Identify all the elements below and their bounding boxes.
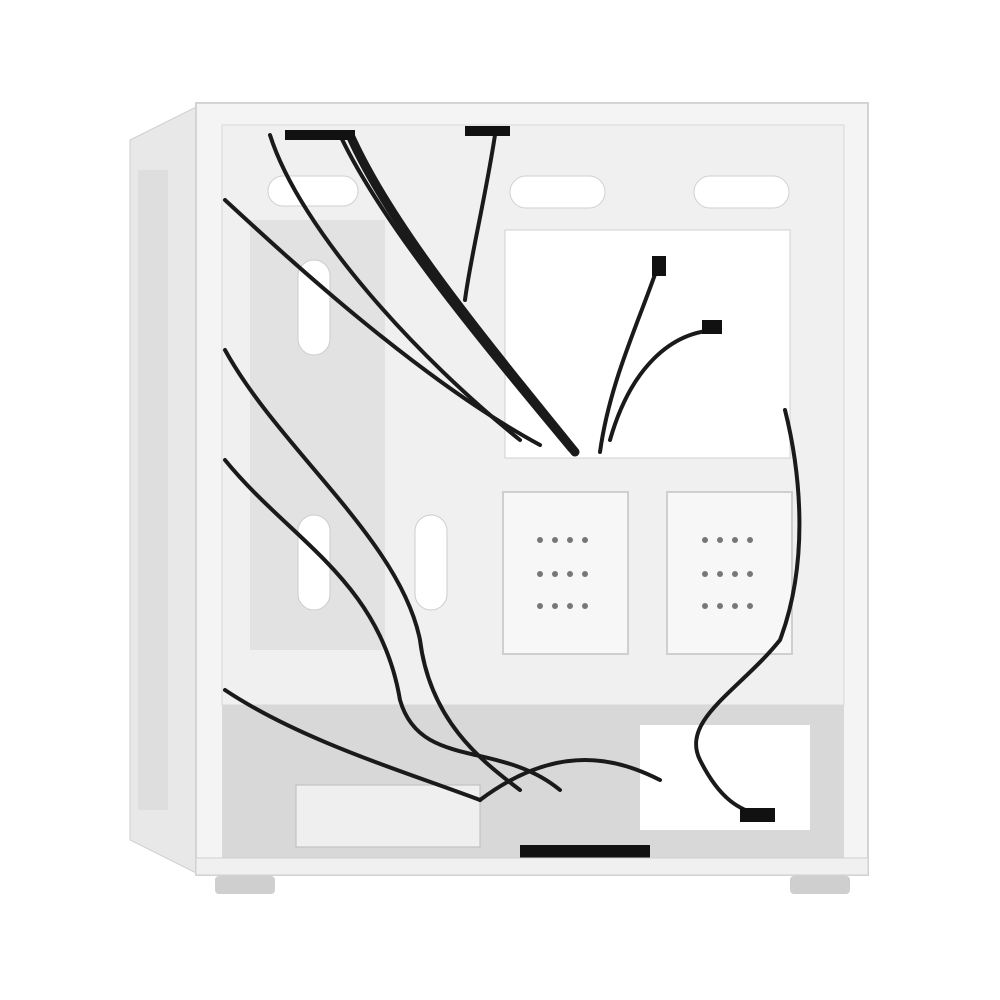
top-slot-3 <box>693 175 790 209</box>
bracket-holes <box>537 537 753 609</box>
foot-left <box>215 876 275 894</box>
foot-right <box>790 876 850 894</box>
vent-slot-1 <box>297 259 331 356</box>
cables <box>223 130 802 817</box>
drive-bracket-2 <box>666 491 793 655</box>
vent-slot-2 <box>297 514 331 611</box>
bottom-rail <box>195 857 869 876</box>
front-mesh-grille <box>138 170 168 810</box>
top-slot-1 <box>267 175 359 207</box>
psu-opening <box>640 725 810 830</box>
drive-bracket-1 <box>502 491 629 655</box>
top-slot-2 <box>509 175 606 209</box>
connectors <box>285 126 775 861</box>
hdd-cage <box>295 784 481 848</box>
cable-slot <box>414 514 448 611</box>
